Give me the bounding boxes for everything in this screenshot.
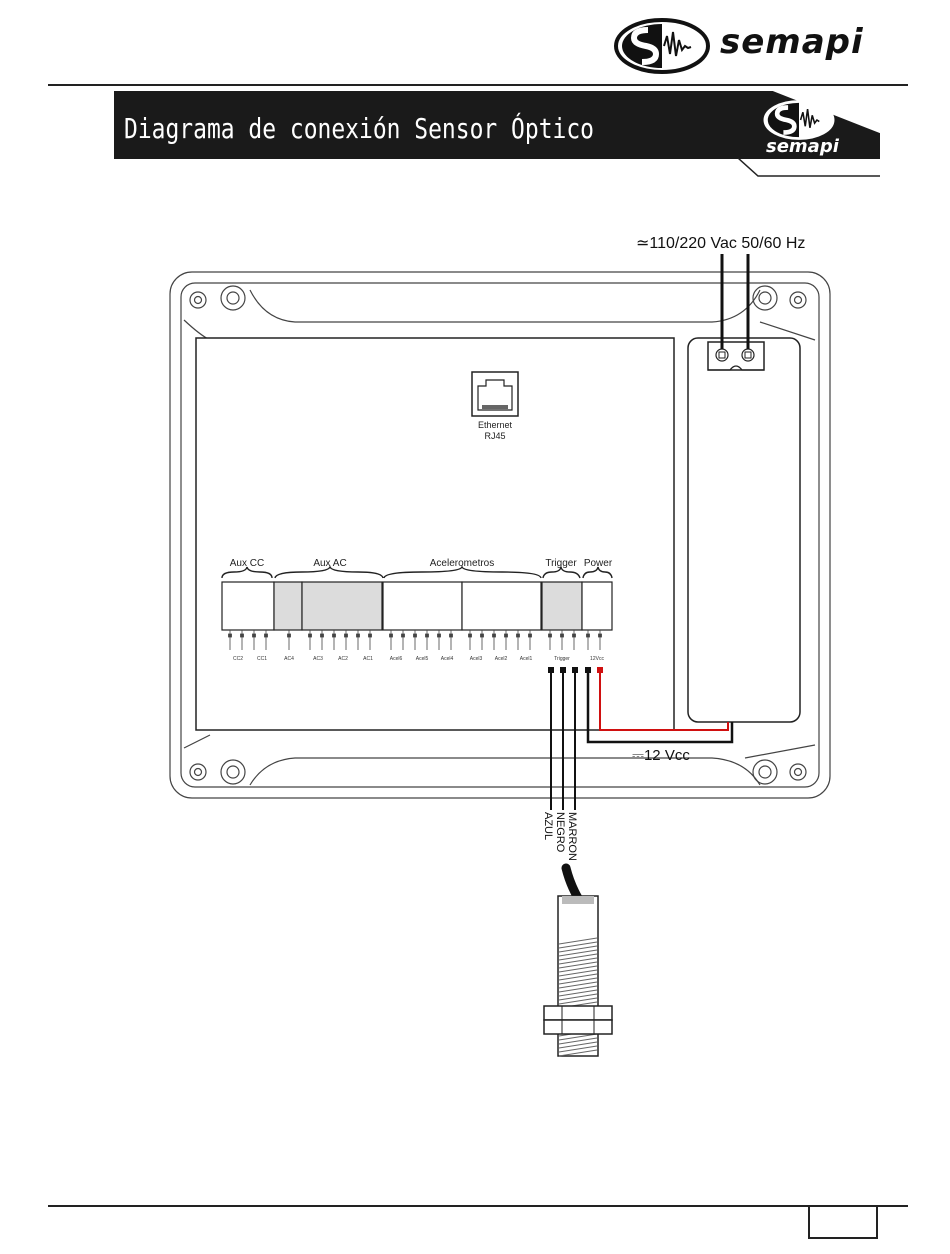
ac-supply-label: ≃110/220 Vac 50/60 Hz [636, 235, 805, 252]
pin-label-acel4: Acel4 [441, 656, 454, 662]
pin-label-acel2: Acel2 [495, 656, 508, 662]
terminal-pin-head [369, 634, 372, 637]
terminal-pin-head [345, 634, 348, 637]
optical-sensor [544, 868, 612, 1056]
terminal-pin-head [265, 634, 268, 637]
terminal-pin-head [587, 634, 590, 637]
terminal-pin-head [402, 634, 405, 637]
pin-label-cc2: CC2 [233, 656, 243, 662]
terminal-pin-head [549, 634, 552, 637]
terminal-pin-head [517, 634, 520, 637]
connector-accel-a [383, 582, 462, 630]
pin-label-acel3: Acel3 [470, 656, 483, 662]
wire-label-blue: AZUL [542, 812, 554, 840]
terminal-pin-head [253, 634, 256, 637]
pin-label-trigger: Trigger [554, 656, 570, 662]
dc-supply-label: ⎓12 Vcc [632, 747, 690, 764]
pin-label-ac2: AC2 [338, 656, 348, 662]
terminal-pin-head [321, 634, 324, 637]
sensor-nut-bottom [544, 1020, 612, 1034]
terminal-pin-head [469, 634, 472, 637]
terminal-pin-head [573, 634, 576, 637]
pin-label-ac3: AC3 [313, 656, 323, 662]
connector-power [582, 582, 612, 630]
terminal-pin-head [493, 634, 496, 637]
terminal-pin-head [241, 634, 244, 637]
terminal-pin-head [333, 634, 336, 637]
terminal-pin-head [426, 634, 429, 637]
sensor-cable [566, 868, 578, 898]
rj45-label: RJ45 [484, 431, 505, 441]
terminal-strip [222, 582, 612, 630]
sensor-nut-top [544, 1006, 612, 1020]
terminal-pin-head [414, 634, 417, 637]
connector-aux-ac [302, 582, 382, 630]
terminal-pin-head [357, 634, 360, 637]
pin-label-ac1: AC1 [363, 656, 373, 662]
pin-label-acel6: Acel6 [390, 656, 403, 662]
ethernet-label: Ethernet [478, 420, 513, 430]
terminal-pin-head [450, 634, 453, 637]
terminal-pin-head [529, 634, 532, 637]
ac-terminal-block [708, 342, 764, 370]
terminal-pin-head [561, 634, 564, 637]
terminal-pin-head [438, 634, 441, 637]
page-number-box [808, 1207, 878, 1239]
footer-rule [48, 1205, 908, 1207]
pin-label-cc1: CC1 [257, 656, 267, 662]
ethernet-port [472, 372, 518, 416]
pin-label-acel5: Acel5 [416, 656, 429, 662]
terminal-pin-head [481, 634, 484, 637]
pin-label-ac4: AC4 [284, 656, 294, 662]
wire-label-black: NEGRO [554, 812, 566, 853]
connector-aux-ac-4 [274, 582, 302, 630]
pin-label-acel1: Acel1 [520, 656, 533, 662]
connector-trigger [542, 582, 582, 630]
connector-aux-cc [222, 582, 274, 630]
terminal-pin-head [309, 634, 312, 637]
terminal-pin-head [505, 634, 508, 637]
terminal-pin-head [229, 634, 232, 637]
terminal-pin-head [599, 634, 602, 637]
power-supply-module [688, 338, 800, 722]
pin-label-power: 12Vcc [590, 656, 604, 662]
connector-accel-b [462, 582, 541, 630]
wire-label-brown: MARRON [566, 812, 578, 861]
terminal-pin-head [288, 634, 291, 637]
terminal-pin-head [390, 634, 393, 637]
